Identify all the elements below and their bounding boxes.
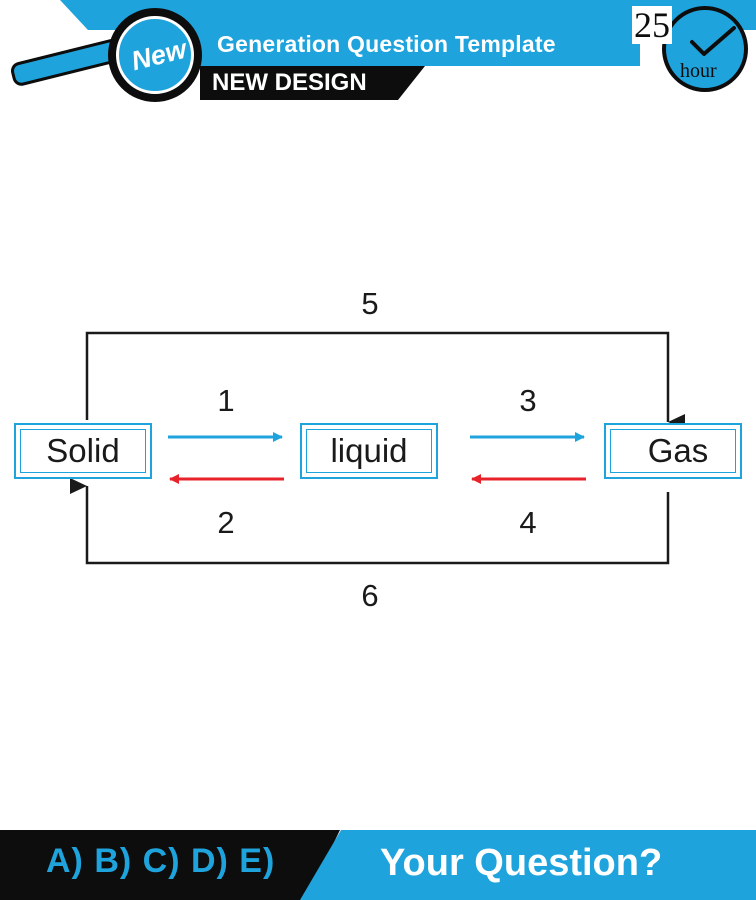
node-gas-label: Gas <box>610 429 736 473</box>
node-liquid: liquid <box>300 423 438 479</box>
question-text: Your Question? <box>380 842 663 884</box>
arrow-label-5: 5 <box>361 286 379 321</box>
header-subtitle: NEW DESIGN <box>212 69 367 96</box>
arrow-label-3: 3 <box>519 383 537 418</box>
node-solid: Solid <box>14 423 152 479</box>
arrow-label-4: 4 <box>519 505 537 540</box>
node-liquid-label: liquid <box>306 429 432 473</box>
arrow-label-1: 1 <box>217 383 235 418</box>
arrow-label-6: 6 <box>361 578 379 613</box>
arrow-5 <box>85 331 685 430</box>
arrow-6 <box>70 478 670 565</box>
answer-options: A) B) C) D) E) <box>46 842 276 880</box>
footer-options-band <box>0 830 340 900</box>
checkmark-icon <box>690 26 736 56</box>
header-title: Generation Question Template <box>217 31 556 57</box>
magnifier-lens <box>116 16 194 94</box>
clock-icon <box>662 6 748 92</box>
clock-number: 25 <box>632 5 672 45</box>
arrow-label-2: 2 <box>217 505 235 540</box>
node-gas: Gas <box>604 423 742 479</box>
header-subtitle-band <box>200 66 425 100</box>
footer-question-band <box>300 830 756 900</box>
node-solid-label: Solid <box>20 429 146 473</box>
header-band <box>120 28 640 66</box>
clock-unit: hour <box>680 60 717 82</box>
